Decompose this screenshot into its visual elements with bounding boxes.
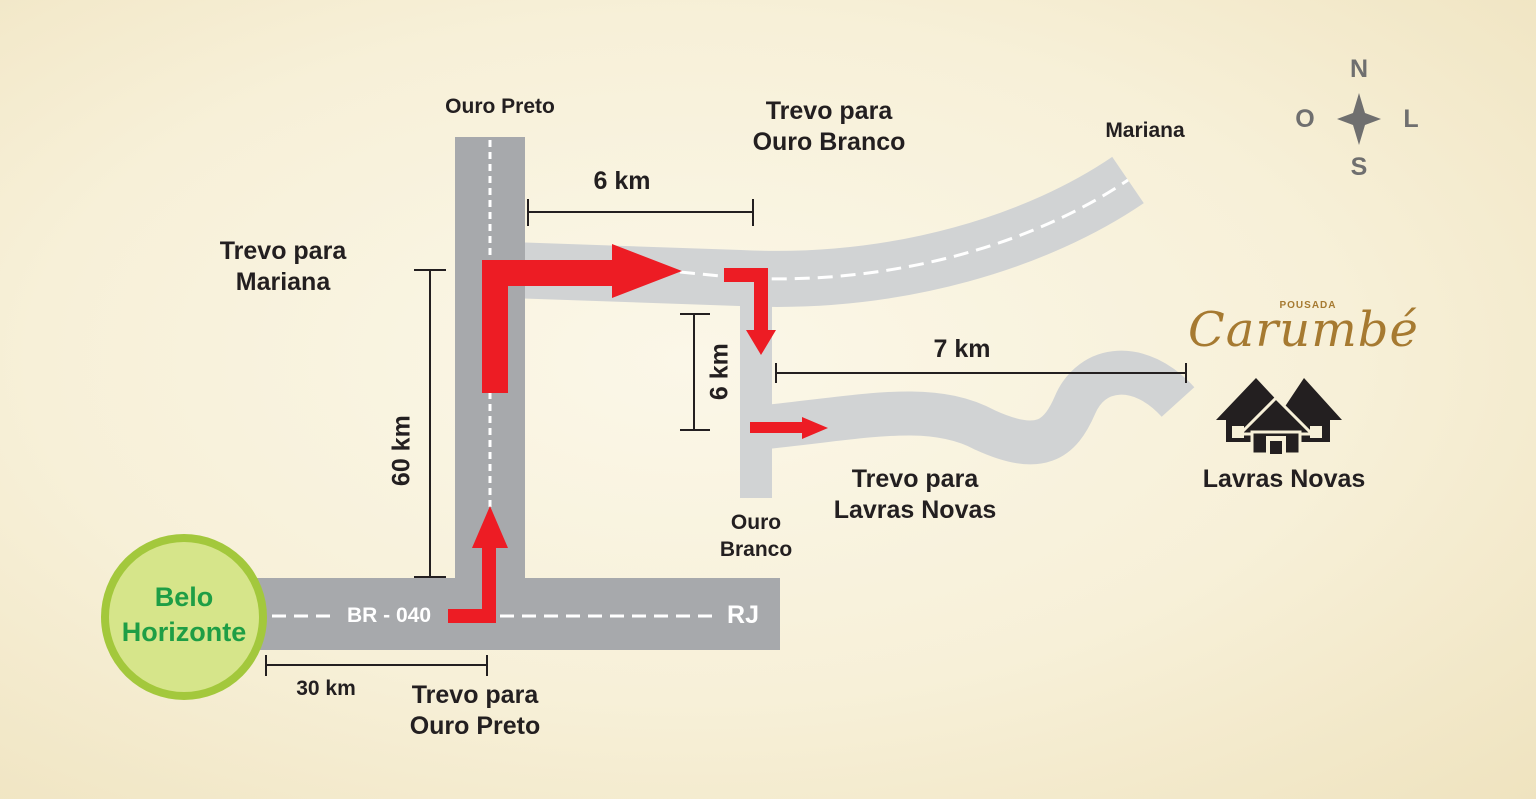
route-arrows [448,244,828,623]
distance-label-6km-vertical: 6 km [705,343,734,401]
label-ouro-branco: Ouro Branco [719,511,793,562]
distance-marker-60km [414,269,446,578]
distance-marker-30km [265,655,488,676]
compass-east: L [1403,105,1419,133]
distance-marker-6km-vertical [680,313,710,431]
label-ouro-preto-top: Ouro Preto [445,95,555,118]
distance-label-30km: 30 km [296,677,356,700]
compass-rose [1337,93,1381,145]
road-label-rj: RJ [727,601,759,629]
label-trevo-mariana: Trevo para Mariana [219,237,347,297]
route-arrow-bend [482,244,682,393]
compass-west: O [1295,105,1315,133]
road-mariana-centerline [679,178,1129,281]
route-arrow-right [750,417,828,439]
distance-label-7km: 7 km [933,335,991,363]
brand-carumbe: Carumbé [1188,302,1419,358]
label-trevo-lavras-novas: Trevo para Lavras Novas [833,465,997,525]
road-label-br040: BR - 040 [346,604,432,627]
distance-label-60km: 60 km [387,415,416,487]
compass-north: N [1349,55,1369,83]
houses-icon [1216,378,1342,456]
distance-marker-7km [775,363,1187,383]
route-arrow-up [448,506,508,623]
compass-south: S [1350,153,1368,181]
distance-label-6km-horizontal: 6 km [593,167,651,195]
distance-marker-6km-horizontal [527,199,754,226]
distance-markers [265,199,1187,676]
label-trevo-ouro-preto: Trevo para Ouro Preto [409,681,541,741]
road-lavras-novas [753,350,1195,465]
brand-pousada: POUSADA [1279,300,1337,311]
label-trevo-ouro-branco: Trevo para Ouro Branco [752,97,906,157]
label-lavras-novas: Lavras Novas [1202,465,1366,493]
compass-star-icon [1337,93,1381,145]
route-arrow-down [724,268,776,355]
road-br040 [230,578,780,650]
city-circle-belo-horizonte [101,534,267,700]
label-mariana: Mariana [1105,119,1185,142]
label-belo-horizonte: Belo Horizonte [121,582,247,648]
